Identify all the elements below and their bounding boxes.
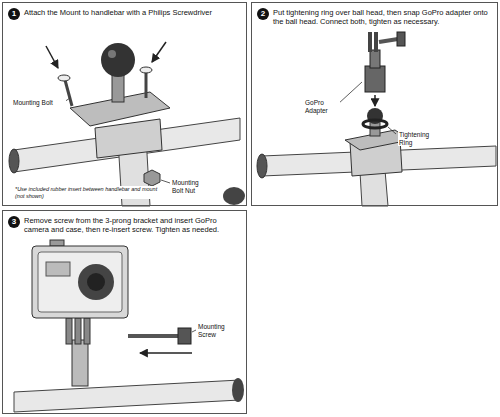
- prong-bracket: [66, 318, 72, 344]
- camera-housing: [32, 246, 128, 318]
- prong-bracket: [75, 318, 81, 344]
- direction-arrow: [140, 353, 192, 354]
- mounting-bolt: [65, 80, 72, 106]
- leader-line: [192, 330, 196, 332]
- mounting-screw: [128, 328, 191, 344]
- gopro-adapter: [365, 66, 385, 92]
- part-label: Tightening Ring: [398, 131, 434, 146]
- handlebar-tube: [223, 187, 245, 205]
- gopro-adapter: [374, 32, 378, 52]
- camera-housing: [87, 273, 105, 291]
- prong-bracket: [66, 318, 90, 386]
- direction-arrow: [374, 95, 376, 106]
- handlebar-tube: [9, 149, 19, 173]
- leader-line: [338, 82, 396, 134]
- footnote: *Use included rubber insert between hand…: [14, 186, 162, 199]
- gopro-adapter: [365, 32, 405, 92]
- handlebar-tube: [257, 154, 267, 178]
- leader-line: [388, 127, 396, 134]
- gopro-adapter: [397, 32, 405, 46]
- direction-arrow: [375, 95, 376, 106]
- bar-mount: [101, 43, 135, 77]
- mounting-bolt: [140, 67, 152, 73]
- mounting-bolt: [58, 67, 152, 106]
- camera-housing: [46, 262, 70, 276]
- step-instruction: Remove screw from the 3-prong bracket an…: [24, 216, 241, 234]
- step-panel: 2 Put tightening ring over ball head, the…: [251, 2, 498, 206]
- camera-housing: [50, 240, 64, 246]
- leader-line: [161, 180, 170, 183]
- direction-arrow: [140, 352, 192, 354]
- direction-arrow: [152, 42, 166, 62]
- gopro-adapter: [379, 39, 398, 42]
- handlebar-tube: [14, 380, 240, 412]
- step-instruction: Put tightening ring over ball head, then…: [273, 8, 492, 26]
- camera-housing: [32, 240, 128, 318]
- tightening-ring: [363, 120, 387, 128]
- callout-number: 1: [8, 8, 20, 20]
- bolt-nut: [144, 170, 160, 186]
- part-label: GoPro Adapter: [304, 99, 340, 114]
- bolt-nut: [144, 170, 160, 186]
- handlebar-tube: [232, 378, 244, 402]
- bar-mount: [70, 43, 170, 158]
- callout-number: 2: [257, 8, 269, 20]
- leader-line: [338, 82, 362, 104]
- leader-line: [64, 98, 170, 183]
- gopro-adapter: [368, 32, 372, 52]
- mounting-bolt: [58, 75, 70, 81]
- direction-arrow: [46, 46, 58, 68]
- prong-bracket: [72, 340, 88, 386]
- step-instruction: Attach the Mount to handlebar with a Phi…: [24, 8, 241, 17]
- camera-housing: [38, 252, 122, 312]
- bar-mount: [108, 50, 116, 58]
- handlebar-tube: [9, 118, 245, 206]
- prong-bracket: [84, 318, 90, 344]
- callout-number: 3: [8, 216, 20, 228]
- step-panel: 3 Remove screw from the 3-prong bracket a…: [2, 210, 247, 414]
- direction-arrow: [46, 42, 166, 68]
- handlebar-tube: [14, 378, 244, 412]
- gopro-adapter: [370, 50, 380, 68]
- leader-line: [192, 330, 196, 332]
- mounting-screw: [128, 334, 178, 338]
- part-label: Mounting Screw: [197, 323, 233, 338]
- part-label: Mounting Bolt Nut: [171, 179, 207, 194]
- camera-housing: [78, 264, 114, 300]
- mounting-bolt: [145, 72, 148, 98]
- bar-mount: [95, 119, 162, 158]
- tightening-ring: [363, 120, 387, 128]
- mounting-screw: [178, 328, 191, 344]
- part-label: Mounting Bolt: [12, 99, 66, 107]
